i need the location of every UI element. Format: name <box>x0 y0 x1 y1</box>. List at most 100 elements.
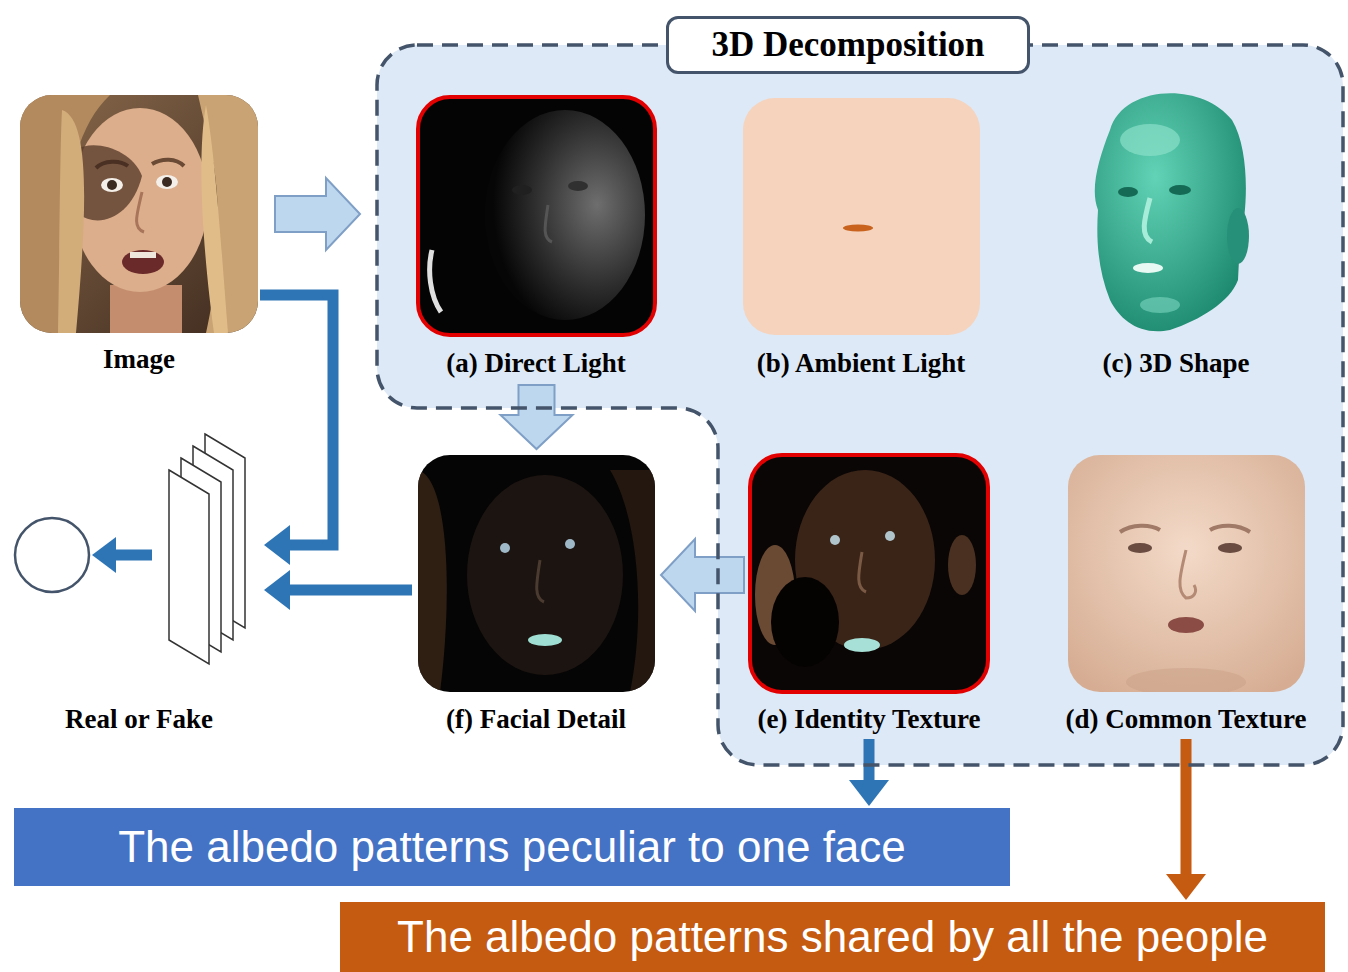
input-photo-part <box>96 162 128 168</box>
connector <box>661 539 744 611</box>
input-photo-part <box>110 285 182 333</box>
shape-image-part <box>1227 208 1249 264</box>
facial-detail-image-part-part <box>565 539 575 549</box>
shape-image-part <box>1169 185 1191 195</box>
output-arrow-part <box>112 550 152 561</box>
connector <box>264 570 412 610</box>
identity-texture-image-part <box>755 470 976 667</box>
ambient-light-image-part <box>843 225 873 232</box>
shape-image-part <box>1140 297 1180 313</box>
input-photo-part <box>198 95 258 333</box>
connector <box>260 295 333 565</box>
shape-image-part <box>1144 198 1152 242</box>
region-border <box>377 45 1343 765</box>
facial-detail-image-part <box>418 470 655 692</box>
ambient-light-image-part <box>743 98 980 335</box>
arrow-head <box>264 525 290 565</box>
shape-image-part <box>1120 124 1180 156</box>
shape-tile: (c) 3D Shape <box>1085 88 1250 379</box>
connector-line <box>1181 739 1192 876</box>
input-photo-part <box>156 175 178 189</box>
common-texture-image-part-part <box>1126 668 1246 692</box>
caption: (b) Ambient Light <box>757 347 966 379</box>
input-photo-part <box>201 105 228 333</box>
identity-texture-tile: (e) Identity Texture <box>750 455 988 735</box>
connector <box>275 178 360 250</box>
facial-detail-image-part-part <box>537 560 544 602</box>
direct-light-image-part-part <box>568 181 588 191</box>
connector-line <box>260 295 333 545</box>
output-circle <box>15 518 89 592</box>
shape-image-part <box>1133 263 1163 273</box>
ambient-light-tile: (b) Ambient Light <box>743 98 980 379</box>
identity-texture-image-part-part <box>885 531 895 541</box>
input-photo-part <box>107 180 117 190</box>
caption: (e) Identity Texture <box>758 703 981 735</box>
caption: (f) Facial Detail <box>446 703 626 735</box>
common-texture-tile: (d) Common Texture <box>1065 455 1306 735</box>
common-texture-image-part <box>1120 526 1250 692</box>
image-tile: Image <box>20 95 258 375</box>
caption: (c) 3D Shape <box>1103 347 1250 379</box>
facial-detail-image-part <box>418 455 655 692</box>
caption: Real or Fake <box>65 703 213 735</box>
region-fill <box>377 45 1343 765</box>
facial-detail-tile: (f) Facial Detail <box>418 455 655 735</box>
input-photo-part <box>101 178 123 192</box>
facial-detail-image-part-part <box>418 470 447 692</box>
connector-line <box>288 585 412 596</box>
network-layers <box>169 434 245 664</box>
input-photo-part <box>75 145 142 220</box>
direct-light-image-part <box>430 110 645 320</box>
band-text: The albedo patterns shared by all the pe… <box>397 912 1268 963</box>
direct-light-image-part <box>418 97 655 335</box>
block-arrow <box>501 385 573 449</box>
common-band: The albedo patterns shared by all the pe… <box>340 902 1325 972</box>
block-arrow <box>661 539 744 611</box>
direct-light-image-part-part <box>485 110 645 320</box>
common-texture-image-part-part <box>1180 550 1196 598</box>
direct-light-image-part-part <box>430 250 441 312</box>
arrow-head <box>1166 874 1206 900</box>
identity-band: The albedo patterns peculiar to one face <box>14 808 1010 886</box>
input-photo-part <box>72 108 208 292</box>
common-texture-image-part-part <box>1120 526 1160 532</box>
identity-texture-image-part-part <box>844 638 880 652</box>
caption: (d) Common Texture <box>1065 703 1306 735</box>
facial-detail-image-part-part <box>610 470 655 692</box>
identity-texture-image <box>750 455 988 692</box>
direct-light-tile: (a) Direct Light <box>418 97 655 379</box>
region-title: 3D Decomposition <box>666 16 1029 74</box>
arrow-head <box>264 570 290 610</box>
direct-light-image <box>418 97 655 335</box>
input-photo-part <box>130 252 156 258</box>
ambient-light-image <box>743 98 980 335</box>
input-photo-part <box>162 177 172 187</box>
input-photo-part <box>137 192 144 232</box>
band-text: The albedo patterns peculiar to one face <box>118 822 906 873</box>
classifier-network: Real or Fake <box>65 430 260 735</box>
identity-texture-image-part-part <box>859 552 866 592</box>
common-texture-image-part-part <box>1218 543 1242 553</box>
identity-texture-image-part <box>750 455 988 692</box>
caption: (a) Direct Light <box>446 347 625 379</box>
input-photo-part <box>58 110 84 333</box>
identity-texture-image-part-part <box>948 535 976 595</box>
connector <box>1166 739 1206 900</box>
identity-texture-image-part-part <box>771 577 839 667</box>
connector <box>849 739 889 806</box>
facial-detail-image-part-part <box>500 543 510 553</box>
input-photo-part <box>122 250 164 274</box>
direct-light-image-part-part <box>545 205 552 242</box>
facial-detail-image-part-part <box>467 475 623 675</box>
caption: Image <box>103 343 175 375</box>
connector-line <box>864 739 875 782</box>
identity-texture-image-part <box>750 455 988 692</box>
input-photo <box>20 95 258 333</box>
facial-detail-image <box>418 455 655 692</box>
common-texture-image-part <box>1068 455 1305 692</box>
facial-detail-image-part-part <box>528 634 562 646</box>
network-layers-part <box>169 470 209 664</box>
identity-texture-image-part-part <box>830 535 840 545</box>
